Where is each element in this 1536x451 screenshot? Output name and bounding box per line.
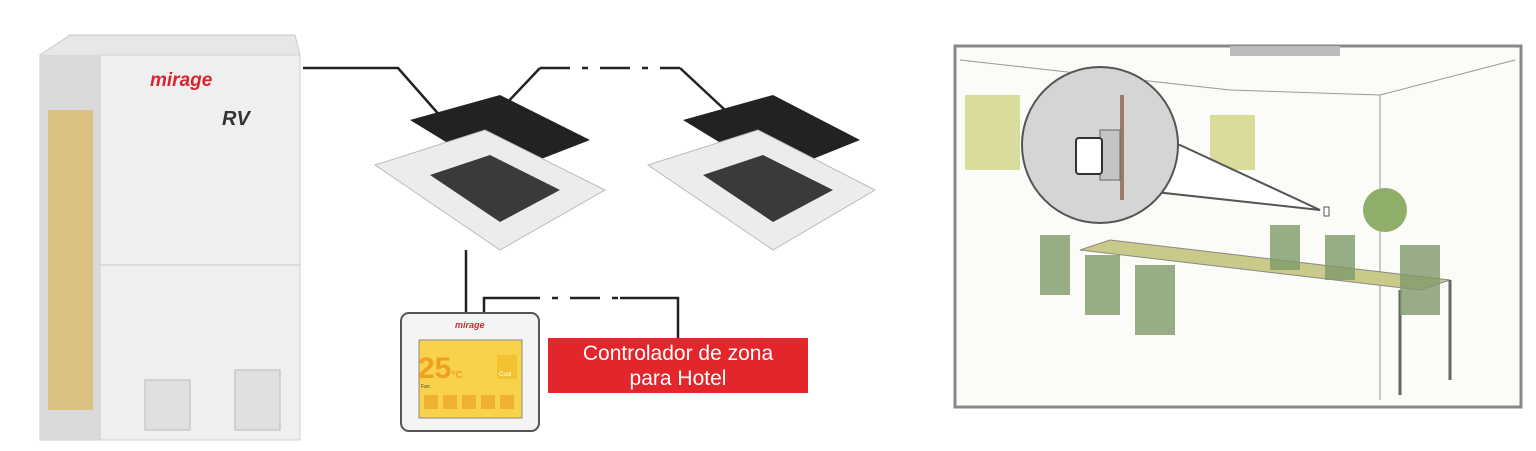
label-line-1: Controlador de zona (582, 342, 774, 365)
indoor-cassette-1 (373, 95, 607, 251)
room-illustration (953, 44, 1523, 409)
model-badge: RV (222, 108, 250, 130)
outdoor-brand-logo: mirage (150, 70, 213, 91)
temperature-value: 25 (418, 352, 452, 385)
controller-brand-logo: mirage (455, 320, 485, 330)
label-line-2: para Hotel (629, 367, 727, 390)
zone-controller-label: Controlador de zona para Hotel (548, 338, 808, 393)
connection-lines (303, 66, 726, 338)
temperature-display: 25°C (418, 352, 463, 386)
temperature-unit: °C (451, 370, 463, 381)
indoor-cassette-2 (646, 95, 877, 251)
zone-controller (400, 312, 540, 432)
outdoor-unit (39, 34, 301, 441)
mode-button: Cool (499, 372, 512, 378)
fan-label: Fan (421, 384, 430, 390)
